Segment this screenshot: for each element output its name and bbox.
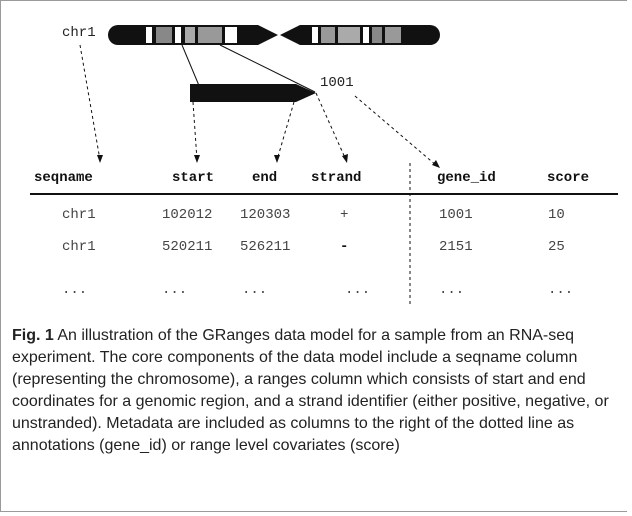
band xyxy=(372,27,382,43)
start-arrow xyxy=(192,101,198,161)
cell-strand: ... xyxy=(345,282,371,298)
gene-id-arrow xyxy=(354,95,438,167)
cell-end: 120303 xyxy=(240,207,291,223)
band xyxy=(321,27,335,43)
band xyxy=(198,27,222,43)
band xyxy=(175,27,181,43)
zoom-line xyxy=(181,44,201,89)
cell-strand: + xyxy=(340,207,349,223)
cell-seqname: chr1 xyxy=(62,239,96,255)
arrowhead xyxy=(194,155,200,163)
cell-score: 10 xyxy=(548,207,565,223)
granges-diagram xyxy=(79,25,440,305)
band xyxy=(146,27,152,43)
arrowhead xyxy=(432,160,440,168)
band xyxy=(363,27,369,43)
header-seqname: seqname xyxy=(34,170,93,186)
band xyxy=(156,27,172,43)
cell-gene-id: ... xyxy=(439,282,465,298)
cell-seqname: chr1 xyxy=(62,207,96,223)
arrowhead xyxy=(274,155,280,163)
cell-strand: - xyxy=(340,239,349,255)
figure-label: Fig. 1 xyxy=(12,327,54,344)
header-start: start xyxy=(172,170,215,186)
cell-gene-id: 2151 xyxy=(439,239,473,255)
cell-end: ... xyxy=(242,282,268,298)
band xyxy=(312,27,318,43)
band xyxy=(385,27,401,43)
arrowhead xyxy=(97,155,103,163)
cell-score: ... xyxy=(548,282,574,298)
header-score: score xyxy=(547,170,590,186)
cell-seqname: ... xyxy=(62,282,88,298)
end-arrow xyxy=(276,101,295,161)
band xyxy=(225,27,237,43)
cell-score: 25 xyxy=(548,239,565,255)
cell-start: 102012 xyxy=(162,207,213,223)
granges-figure: chr1 1001 seqname start end strand gene_… xyxy=(30,25,618,305)
cell-start: ... xyxy=(162,282,188,298)
header-rule xyxy=(30,193,618,195)
seqname-arrow xyxy=(79,44,101,161)
header-gene-id: gene_id xyxy=(437,170,496,186)
cell-start: 520211 xyxy=(162,239,213,255)
header-strand: strand xyxy=(311,170,362,186)
header-end: end xyxy=(252,170,278,186)
chromosome-ideogram xyxy=(108,25,440,45)
gene-label: 1001 xyxy=(320,75,354,91)
cell-end: 526211 xyxy=(240,239,291,255)
band xyxy=(338,27,360,43)
arrowhead xyxy=(342,154,348,163)
gene-arrow xyxy=(190,84,316,102)
figure-caption: Fig. 1 An illustration of the GRanges da… xyxy=(12,325,620,457)
band xyxy=(185,27,195,43)
strand-arrow xyxy=(315,92,347,161)
zoom-line xyxy=(219,44,316,93)
cell-gene-id: 1001 xyxy=(439,207,473,223)
caption-text: An illustration of the GRanges data mode… xyxy=(12,327,609,454)
chromosome-label: chr1 xyxy=(62,25,96,41)
